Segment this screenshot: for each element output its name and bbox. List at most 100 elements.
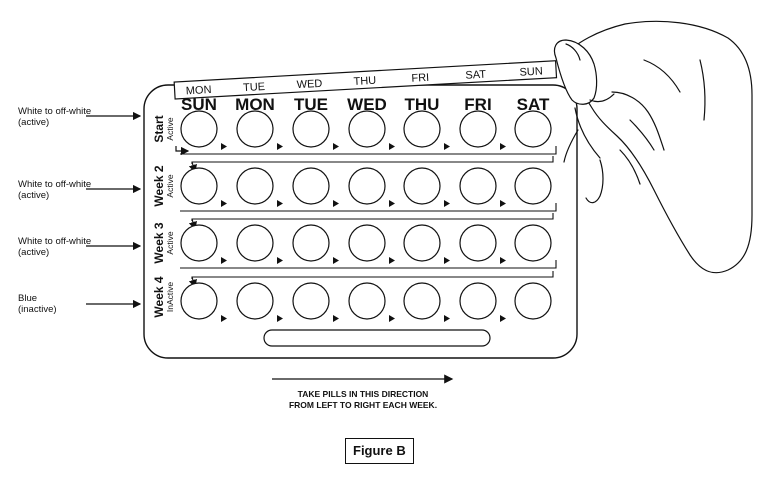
pill[interactable]: [459, 110, 497, 148]
start-marker-arrow: [175, 146, 190, 156]
pack-bottom-slot: [263, 329, 491, 347]
pill[interactable]: [514, 110, 552, 148]
sticker-day-mon: MON: [186, 84, 212, 97]
direction-mini-arrow: [444, 257, 450, 264]
pill[interactable]: [180, 224, 218, 262]
pill[interactable]: [403, 167, 441, 205]
direction-mini-arrow: [389, 315, 395, 322]
pill[interactable]: [292, 167, 330, 205]
direction-mini-arrow: [333, 200, 339, 207]
sticker-day-tue: TUE: [243, 81, 266, 94]
pill[interactable]: [348, 110, 386, 148]
pill[interactable]: [514, 224, 552, 262]
direction-mini-arrow: [500, 143, 506, 150]
week-label-main: Week 3: [152, 222, 166, 263]
day-sticker-strip: [173, 60, 558, 100]
pill[interactable]: [514, 167, 552, 205]
direction-caption-line1: TAKE PILLS IN THIS DIRECTION: [297, 389, 429, 399]
lane-baseline: [180, 260, 557, 269]
figure-label: Figure B: [345, 438, 414, 464]
pill[interactable]: [236, 224, 274, 262]
pill[interactable]: [348, 282, 386, 320]
pill-rows: [175, 110, 557, 322]
sticker-day-labels: MON TUE WED THU FRI SAT SUN: [186, 65, 544, 97]
direction-mini-arrow: [333, 143, 339, 150]
pill[interactable]: [292, 282, 330, 320]
pill[interactable]: [514, 282, 552, 320]
pack-day-sun: SUN: [181, 95, 217, 114]
pill-row-1: [180, 110, 557, 155]
direction-mini-arrow: [444, 143, 450, 150]
week-label-main: Week 2: [152, 165, 166, 206]
pill[interactable]: [180, 110, 218, 148]
pill[interactable]: [459, 224, 497, 262]
pill[interactable]: [236, 282, 274, 320]
sticker-day-fri: FRI: [411, 72, 429, 85]
direction-mini-arrow: [221, 257, 227, 264]
direction-caption: TAKE PILLS IN THIS DIRECTION FROM LEFT T…: [238, 389, 488, 410]
pill-row-3: [180, 213, 557, 269]
lane-baseline: [180, 203, 557, 212]
left-label-line1: White to off-white: [18, 106, 92, 117]
pill-row-4: [180, 271, 554, 322]
sticker-day-sat: SAT: [465, 69, 486, 82]
pill[interactable]: [180, 282, 218, 320]
week-label-sub: Active: [165, 174, 175, 197]
left-label-week1: White to off-white (active): [18, 106, 91, 128]
left-label-line2: (active): [18, 247, 50, 258]
day-sticker: MON TUE WED THU FRI SAT SUN: [173, 60, 558, 100]
pill[interactable]: [403, 110, 441, 148]
left-label-line2: (active): [18, 117, 50, 128]
direction-mini-arrow: [500, 315, 506, 322]
pill[interactable]: [292, 224, 330, 262]
week-label-main: Start: [152, 115, 166, 142]
pack-day-tue: TUE: [294, 95, 328, 114]
direction-mini-arrow: [389, 257, 395, 264]
pill[interactable]: [180, 167, 218, 205]
pill-row-2: [180, 156, 557, 212]
pill[interactable]: [403, 224, 441, 262]
pack-day-fri: FRI: [464, 95, 491, 114]
left-label-line2: (inactive): [18, 304, 57, 315]
direction-mini-arrow: [277, 200, 283, 207]
pill[interactable]: [403, 282, 441, 320]
pill[interactable]: [459, 167, 497, 205]
direction-mini-arrow: [277, 315, 283, 322]
direction-mini-arrow: [500, 200, 506, 207]
direction-caption-line2: FROM LEFT TO RIGHT EACH WEEK.: [288, 399, 438, 410]
pill[interactable]: [459, 282, 497, 320]
left-label-line2: (active): [18, 190, 50, 201]
pack-day-sat: SAT: [517, 95, 550, 114]
direction-mini-arrow: [389, 143, 395, 150]
pill[interactable]: [292, 110, 330, 148]
pill[interactable]: [348, 224, 386, 262]
left-label-week4: Blue (inactive): [18, 293, 57, 315]
pill[interactable]: [236, 167, 274, 205]
left-label-line1: White to off-white: [18, 236, 92, 247]
direction-mini-arrow: [333, 257, 339, 264]
direction-mini-arrow: [389, 200, 395, 207]
week-label-sub: Active: [165, 231, 175, 254]
direction-mini-arrow: [444, 315, 450, 322]
direction-mini-arrow: [500, 257, 506, 264]
pill[interactable]: [236, 110, 274, 148]
left-label-week3: White to off-white (active): [18, 236, 91, 258]
sticker-day-wed: WED: [296, 78, 322, 91]
sticker-day-sun: SUN: [519, 65, 543, 78]
direction-mini-arrow: [221, 143, 227, 150]
pack-day-thu: THU: [405, 95, 440, 114]
pack-day-wed: WED: [347, 95, 387, 114]
week-label-main: Week 4: [152, 276, 166, 317]
pill[interactable]: [348, 167, 386, 205]
left-label-line1: White to off-white: [18, 179, 92, 190]
direction-mini-arrow: [444, 200, 450, 207]
sticker-day-thu: THU: [353, 75, 376, 88]
